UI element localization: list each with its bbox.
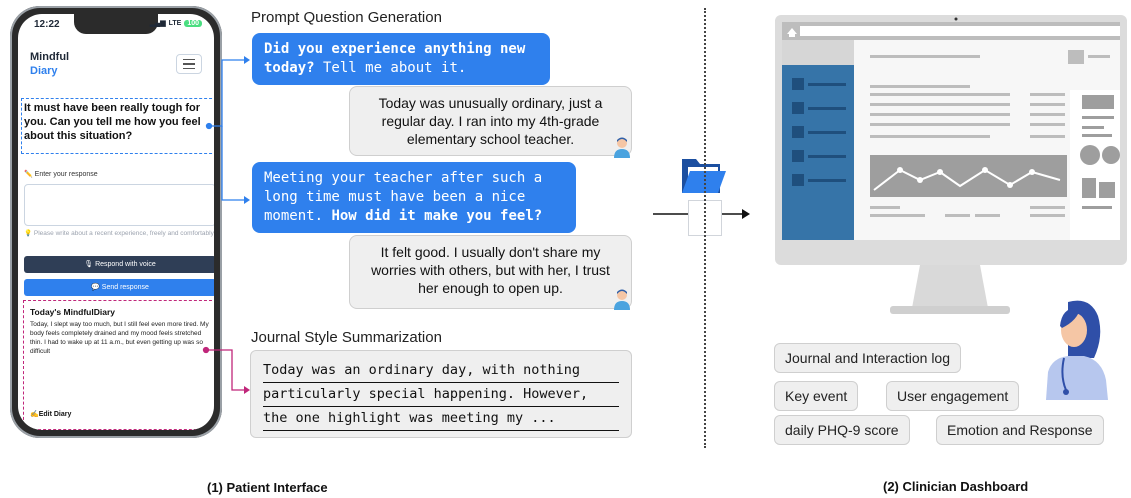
tag-journal-log: Journal and Interaction log bbox=[774, 343, 961, 373]
bot-message-1-plain: Tell me about it. bbox=[314, 60, 467, 76]
right-panel bbox=[1070, 90, 1120, 240]
monitor-illustration bbox=[775, 15, 1127, 314]
tag-user-engagement: User engagement bbox=[886, 381, 1020, 411]
summary-line: the one highlight was meeting my ... bbox=[263, 407, 619, 431]
section-divider bbox=[704, 8, 706, 448]
caption-clinician: (2) Clinician Dashboard bbox=[883, 479, 1029, 494]
phone-screen: 12:22 ▂▄▆ LTE 100 Mindful Diary It must … bbox=[18, 14, 214, 430]
summary-line: Today was an ordinary day, with nothing bbox=[263, 359, 619, 383]
brand-line1: Mindful bbox=[30, 51, 70, 63]
battery-icon: 100 bbox=[184, 19, 202, 27]
edit-diary-button[interactable]: ✍️Edit Diary bbox=[30, 411, 72, 418]
connector-dot bbox=[202, 346, 210, 354]
prompt-section-title: Prompt Question Generation bbox=[251, 9, 442, 26]
caption-patient: (1) Patient Interface bbox=[207, 480, 328, 495]
monitor-base bbox=[890, 306, 1010, 314]
app-brand: Mindful Diary bbox=[30, 50, 69, 78]
monitor-stand bbox=[912, 265, 988, 308]
diary-title: Today's MindfulDiary bbox=[30, 307, 115, 317]
arrowhead bbox=[244, 196, 250, 204]
network-label: LTE bbox=[168, 19, 182, 27]
user-avatar-icon bbox=[614, 137, 630, 158]
right-panel-widgets bbox=[1080, 95, 1120, 209]
bot-message-2: Meeting your teacher after such a long t… bbox=[252, 162, 576, 233]
summary-section-title: Journal Style Summarization bbox=[251, 329, 442, 346]
bot-message-1: Did you experience anything new today? T… bbox=[252, 33, 550, 85]
phone-notch bbox=[74, 14, 158, 34]
menu-bar-icon bbox=[183, 63, 195, 65]
sidebar-items bbox=[792, 78, 846, 186]
summary-line: particularly special happening. However, bbox=[263, 383, 619, 407]
monitor-camera bbox=[954, 17, 958, 21]
dashboard-content-lines bbox=[870, 50, 1110, 217]
user-avatar-icon bbox=[614, 289, 630, 310]
connector-diary bbox=[206, 349, 244, 391]
sidebar-header bbox=[782, 40, 854, 65]
respond-voice-button[interactable]: 🎙 Respond with voice bbox=[24, 256, 214, 273]
summary-box: Today was an ordinary day, with nothing … bbox=[250, 350, 632, 438]
bot-message-1-bold: Did you experience anything new today? bbox=[264, 41, 526, 76]
user-message-2: It felt good. I usually don't share my w… bbox=[349, 235, 632, 309]
phone-mockup: 12:22 ▂▄▆ LTE 100 Mindful Diary It must … bbox=[10, 6, 222, 438]
bot-message-2-bold: How did it make you feel? bbox=[331, 208, 543, 224]
tag-phq9-score: daily PHQ-9 score bbox=[774, 415, 910, 445]
address-bar bbox=[800, 26, 1120, 36]
response-hint: 💡 Please write about a recent experience… bbox=[24, 230, 214, 237]
arrowhead bbox=[244, 386, 250, 394]
prompt-question: It must have been really tough for you. … bbox=[21, 98, 214, 154]
user-message-2-text: It felt good. I usually don't share my w… bbox=[371, 244, 610, 296]
tag-emotion-response: Emotion and Response bbox=[936, 415, 1104, 445]
response-input[interactable] bbox=[24, 184, 214, 226]
menu-bar-icon bbox=[183, 67, 195, 70]
diary-text: Today, I slept way too much, but I still… bbox=[30, 321, 209, 355]
signal-icon: ▂▄▆ bbox=[149, 20, 166, 27]
status-time: 12:22 bbox=[34, 19, 60, 30]
flow-arrowhead bbox=[742, 209, 750, 219]
chart-points bbox=[897, 167, 1035, 188]
status-indicators: ▂▄▆ LTE 100 bbox=[150, 19, 202, 27]
dashboard-line-chart bbox=[870, 155, 1067, 197]
arrowhead bbox=[244, 56, 250, 64]
user-message-1: Today was unusually ordinary, just a reg… bbox=[349, 86, 632, 156]
home-icon bbox=[787, 28, 797, 37]
bot-message-2-plain: Meeting your teacher after such a long t… bbox=[264, 170, 543, 224]
connector-dot bbox=[205, 122, 213, 130]
dashboard-sidebar bbox=[782, 40, 854, 240]
connector-question-2 bbox=[221, 126, 244, 201]
brand-line2: Diary bbox=[30, 65, 58, 77]
connector-question-1 bbox=[209, 59, 244, 127]
hamburger-menu-button[interactable] bbox=[176, 54, 202, 74]
menu-bar-icon bbox=[183, 58, 195, 61]
chart-line bbox=[873, 168, 1061, 191]
user-message-1-text: Today was unusually ordinary, just a reg… bbox=[378, 95, 603, 147]
clinician-icon bbox=[1046, 300, 1108, 400]
diary-card: Today's MindfulDiary Today, I slept way … bbox=[23, 300, 214, 430]
response-label: ✏️ Enter your response bbox=[24, 171, 98, 178]
send-response-button[interactable]: 💬 Send response bbox=[24, 279, 214, 296]
tag-key-event: Key event bbox=[774, 381, 859, 411]
